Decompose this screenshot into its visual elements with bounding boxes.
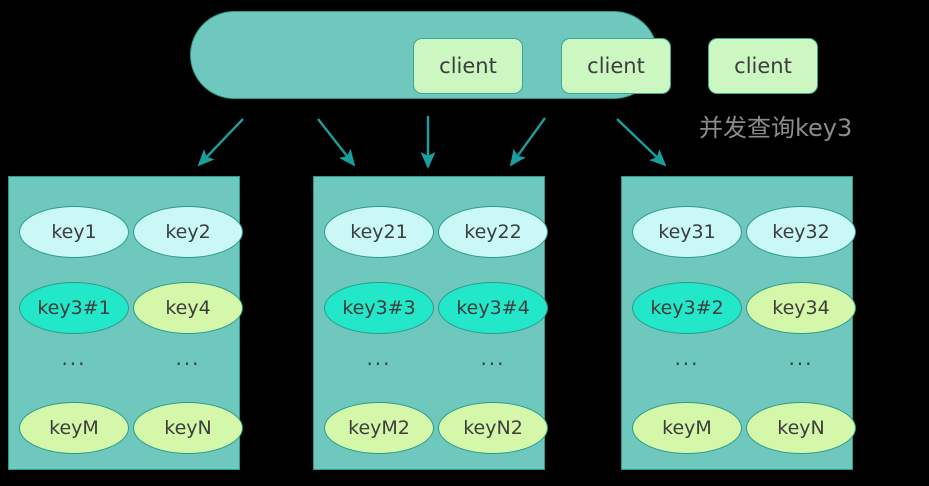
key-label: keyN (777, 417, 825, 439)
key-node[interactable]: key31 (632, 206, 742, 258)
key-node[interactable]: key34 (746, 282, 856, 334)
key-node[interactable]: key1 (19, 206, 129, 258)
client-node-2[interactable]: client (561, 38, 671, 94)
key-node[interactable]: keyN (746, 402, 856, 454)
client-label: client (439, 54, 497, 78)
key-label: key22 (464, 221, 522, 243)
client-node-1[interactable]: client (413, 38, 523, 94)
annotation-label: 并发查询key3 (699, 114, 853, 142)
key-label: key1 (51, 221, 97, 243)
key-label: key3#2 (650, 297, 724, 319)
key-node[interactable]: key21 (324, 206, 434, 258)
client-node-3[interactable]: client (708, 38, 818, 94)
ellipsis-indicator: ··· (788, 352, 814, 376)
key-node-highlighted[interactable]: key3#1 (19, 282, 129, 334)
key-label: key31 (658, 221, 716, 243)
key-label: key3#4 (456, 297, 530, 319)
key-label: keyN (164, 417, 212, 439)
key-node[interactable]: keyM (632, 402, 742, 454)
key-node-highlighted[interactable]: key3#2 (632, 282, 742, 334)
key-node[interactable]: key22 (438, 206, 548, 258)
ellipsis-indicator: ··· (480, 352, 506, 376)
shard-box-3: key31 key32 key3#2 key34 ··· ··· keyM ke… (621, 176, 856, 470)
shard-box-2: key21 key22 key3#3 key3#4 ··· ··· keyM2 … (313, 176, 548, 470)
key-label: key2 (165, 221, 211, 243)
key-node-highlighted[interactable]: key3#3 (324, 282, 434, 334)
key-label: key32 (772, 221, 830, 243)
arrow-to-shard-3 (616, 118, 667, 167)
shard-box-1: key1 key2 key3#1 key4 ··· ··· keyM keyN (8, 176, 243, 470)
key-label: key3#1 (37, 297, 111, 319)
key-label: keyM2 (348, 417, 410, 439)
ellipsis-indicator: ··· (674, 352, 700, 376)
key-node[interactable]: key32 (746, 206, 856, 258)
key-label: keyM (49, 417, 99, 439)
ellipsis-indicator: ··· (366, 352, 392, 376)
key-node[interactable]: keyM2 (324, 402, 434, 454)
arrow-to-shard-1 (197, 118, 244, 167)
key-node[interactable]: keyN (133, 402, 243, 454)
arrow-to-shard-2-left (317, 118, 356, 167)
client-label: client (734, 54, 792, 78)
key-label: keyM (662, 417, 712, 439)
arrow-to-shard-2-right (509, 117, 546, 167)
key-label: key3#3 (342, 297, 416, 319)
client-group-container: client client client (190, 11, 818, 99)
key-label: key21 (350, 221, 408, 243)
key-node-highlighted[interactable]: key3#4 (438, 282, 548, 334)
key-node[interactable]: key4 (133, 282, 243, 334)
key-node[interactable]: key2 (133, 206, 243, 258)
key-label: keyN2 (463, 417, 523, 439)
key-node[interactable]: keyN2 (438, 402, 548, 454)
key-label: key34 (772, 297, 830, 319)
client-label: client (587, 54, 645, 78)
ellipsis-indicator: ··· (175, 352, 201, 376)
ellipsis-indicator: ··· (61, 352, 87, 376)
key-label: key4 (165, 297, 211, 319)
key-node[interactable]: keyM (19, 402, 129, 454)
